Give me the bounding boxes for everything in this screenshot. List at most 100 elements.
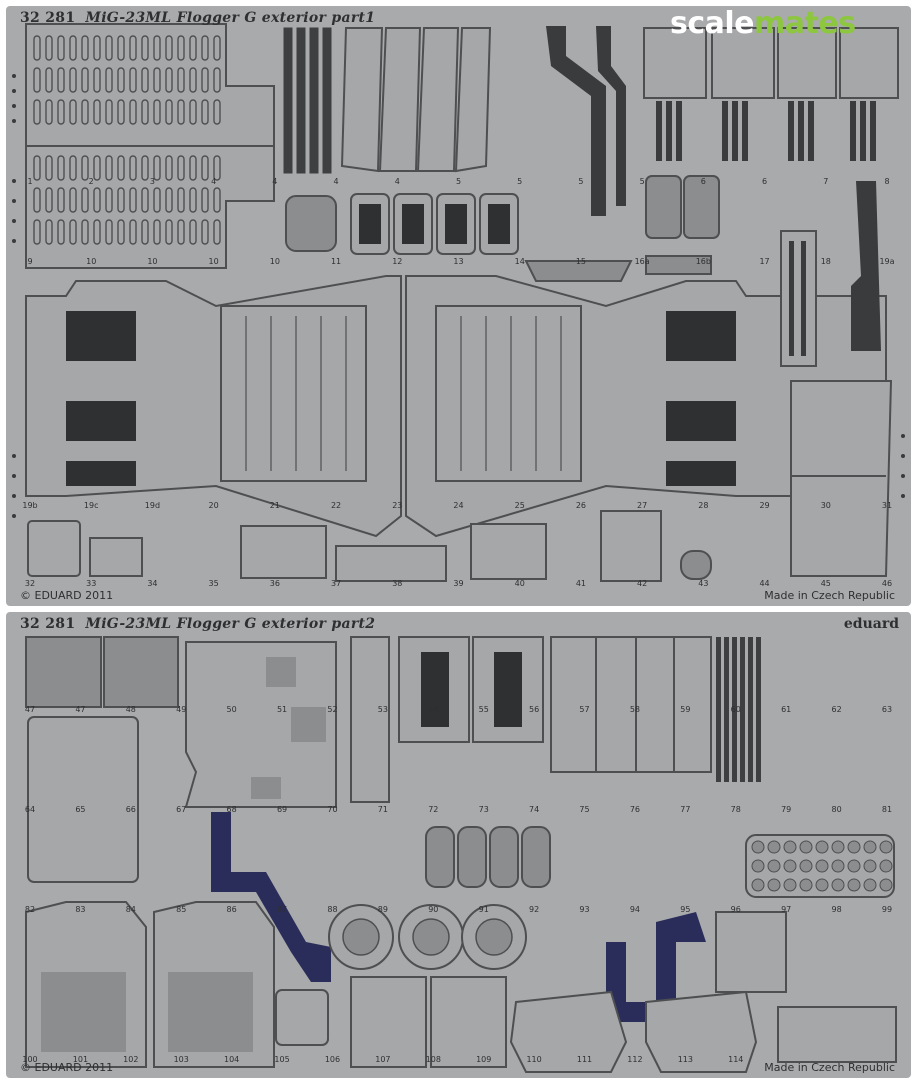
part-number-label: 23 xyxy=(392,501,402,510)
part-number-label: 88 xyxy=(327,905,337,914)
part-number-label: 19c xyxy=(84,501,99,510)
part-number-label: 86 xyxy=(227,905,237,914)
part-number-label: 26 xyxy=(576,501,586,510)
fret1-copyright: © EDUARD 2011 xyxy=(20,589,114,602)
part-number-label: 30 xyxy=(821,501,831,510)
part-number-label: 16a xyxy=(635,257,650,266)
part-number-label: 33 xyxy=(86,579,96,588)
part-number-label: 41 xyxy=(576,579,586,588)
part-number-label: 55 xyxy=(479,705,489,714)
fret2-copyright: © EDUARD 2011 xyxy=(20,1061,114,1074)
eduard-brand-mark: eduard xyxy=(843,616,899,632)
part-number-label: 98 xyxy=(831,905,841,914)
part-number-label: 93 xyxy=(579,905,589,914)
part-number-label: 20 xyxy=(209,501,219,510)
part-number-label: 45 xyxy=(821,579,831,588)
part-number-label: 12 xyxy=(392,257,402,266)
part-number-label: 3 xyxy=(150,177,155,186)
part-number-label: 72 xyxy=(428,805,438,814)
part-number-label: 32 xyxy=(25,579,35,588)
part-number-label: 77 xyxy=(680,805,690,814)
part-number-label: 6 xyxy=(762,177,767,186)
part-number-label: 84 xyxy=(126,905,136,914)
part-number-label: 54 xyxy=(428,705,438,714)
part-number-label: 102 xyxy=(123,1055,138,1064)
part-number-label: 66 xyxy=(126,805,136,814)
part-number-label: 81 xyxy=(882,805,892,814)
part-number-label: 19d xyxy=(145,501,160,510)
part-number-label: 47 xyxy=(75,705,85,714)
part-number-label: 103 xyxy=(174,1055,189,1064)
part-number-label: 6 xyxy=(701,177,706,186)
part-number-label: 7 xyxy=(823,177,828,186)
part-number-label: 1 xyxy=(27,177,32,186)
part-number-label: 11 xyxy=(331,257,341,266)
part-number-label: 50 xyxy=(227,705,237,714)
part-number-label: 43 xyxy=(698,579,708,588)
part-number-label: 94 xyxy=(630,905,640,914)
part-number-label: 39 xyxy=(453,579,463,588)
part-number-label: 71 xyxy=(378,805,388,814)
part-number-label: 91 xyxy=(479,905,489,914)
part-number-label: 31 xyxy=(882,501,892,510)
part-number-label: 83 xyxy=(75,905,85,914)
fret1-parts-drawing: 123444455556678910101010111213141516a16b… xyxy=(12,23,905,588)
part-number-label: 4 xyxy=(395,177,400,186)
part-number-label: 79 xyxy=(781,805,791,814)
part-number-label: 25 xyxy=(515,501,525,510)
part-number-label: 59 xyxy=(680,705,690,714)
part-number-label: 51 xyxy=(277,705,287,714)
part-number-label: 15 xyxy=(576,257,586,266)
part-number-label: 49 xyxy=(176,705,186,714)
part-number-label: 22 xyxy=(331,501,341,510)
part-number-label: 57 xyxy=(579,705,589,714)
part-number-label: 53 xyxy=(378,705,388,714)
part-number-label: 19a xyxy=(879,257,894,266)
part-number-label: 5 xyxy=(517,177,522,186)
part-number-label: 8 xyxy=(884,177,889,186)
part-number-label: 4 xyxy=(211,177,216,186)
part-number-label: 109 xyxy=(476,1055,491,1064)
part-number-label: 27 xyxy=(637,501,647,510)
part-number-label: 28 xyxy=(698,501,708,510)
part-number-label: 85 xyxy=(176,905,186,914)
part-number-label: 110 xyxy=(526,1055,541,1064)
part-number-label: 106 xyxy=(325,1055,340,1064)
part-number-label: 87 xyxy=(277,905,287,914)
part-number-label: 10 xyxy=(147,257,157,266)
part-number-label: 68 xyxy=(227,805,237,814)
part-number-label: 92 xyxy=(529,905,539,914)
part-number-label: 63 xyxy=(882,705,892,714)
part-number-label: 89 xyxy=(378,905,388,914)
part-number-label: 14 xyxy=(515,257,525,266)
part-number-label: 5 xyxy=(640,177,645,186)
part-number-label: 95 xyxy=(680,905,690,914)
part-number-label: 52 xyxy=(327,705,337,714)
part-number-label: 101 xyxy=(73,1055,88,1064)
part-number-label: 24 xyxy=(453,501,463,510)
part-number-label: 80 xyxy=(831,805,841,814)
part-number-label: 47 xyxy=(25,705,35,714)
part-number-label: 34 xyxy=(147,579,157,588)
part-number-label: 105 xyxy=(274,1055,289,1064)
part-number-label: 37 xyxy=(331,579,341,588)
part-number-label: 69 xyxy=(277,805,287,814)
part-number-label: 18 xyxy=(821,257,831,266)
fret2-origin: Made in Czech Republic xyxy=(764,1061,895,1074)
part-number-label: 4 xyxy=(272,177,277,186)
part-number-label: 2 xyxy=(89,177,94,186)
part-number-label: 70 xyxy=(327,805,337,814)
part-number-label: 9 xyxy=(27,257,32,266)
part-number-label: 4 xyxy=(334,177,339,186)
part-number-label: 108 xyxy=(426,1055,441,1064)
part-number-label: 104 xyxy=(224,1055,239,1064)
part-number-label: 78 xyxy=(731,805,741,814)
part-number-label: 75 xyxy=(579,805,589,814)
part-number-label: 58 xyxy=(630,705,640,714)
part-number-label: 13 xyxy=(453,257,463,266)
scalemates-watermark: scalemates xyxy=(670,6,856,41)
